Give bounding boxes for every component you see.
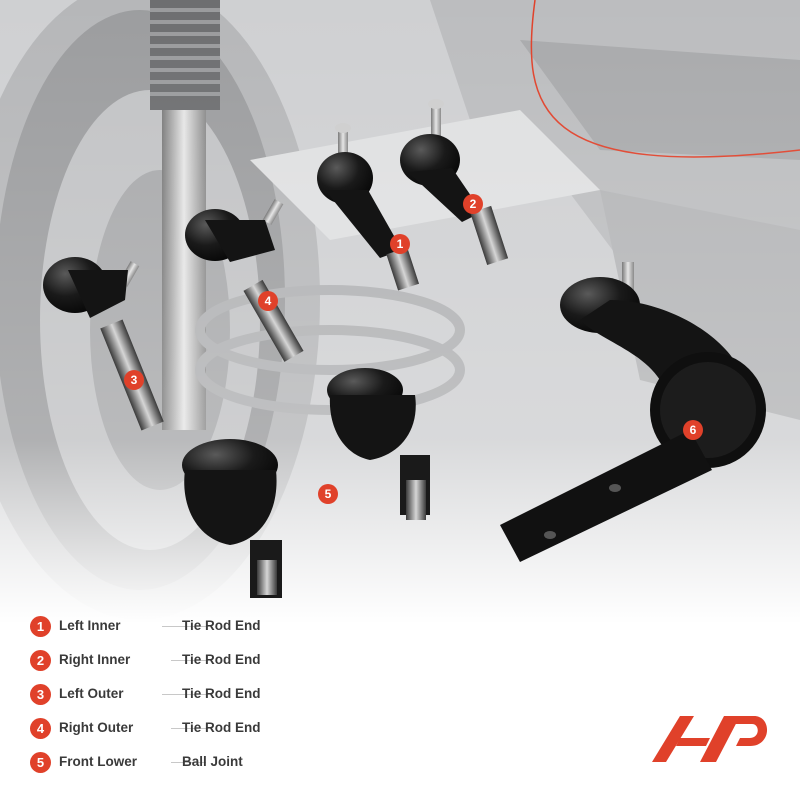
legend-part-name: Left Inner	[59, 618, 121, 633]
legend-number-badge: 5	[30, 752, 51, 773]
callout-6-badge: 6	[683, 420, 703, 440]
legend-number-badge: 4	[30, 718, 51, 739]
legend-row: 3 Left Outer Tie Rod End	[30, 680, 350, 714]
legend-row: 5 Front Lower Ball Joint	[30, 748, 350, 782]
legend-number-badge: 1	[30, 616, 51, 637]
legend-divider	[162, 694, 206, 695]
legend-part-name: Left Outer	[59, 686, 124, 701]
brand-logo-icon	[652, 716, 768, 762]
legend-divider	[171, 762, 206, 763]
legend-row: 2 Right Inner Tie Rod End	[30, 646, 350, 680]
legend-divider	[162, 626, 206, 627]
legend-number-badge: 3	[30, 684, 51, 705]
callout-3-badge: 3	[124, 370, 144, 390]
legend-part-type: Tie Rod End	[182, 686, 261, 701]
part-ball-joint-right	[327, 368, 430, 520]
callout-2-badge: 2	[463, 194, 483, 214]
legend-divider	[171, 660, 206, 661]
legend-part-name: Right Inner	[59, 652, 131, 667]
parts-legend: 1 Left Inner Tie Rod End 2 Right Inner T…	[30, 612, 350, 782]
callout-5-badge: 5	[318, 484, 338, 504]
legend-row: 1 Left Inner Tie Rod End	[30, 612, 350, 646]
legend-row: 4 Right Outer Tie Rod End	[30, 714, 350, 748]
part-idler-arm	[500, 262, 766, 562]
legend-part-name: Front Lower	[59, 754, 137, 769]
part-left-inner-tie-rod-end	[317, 123, 420, 291]
legend-part-name: Right Outer	[59, 720, 134, 735]
legend-part-type: Tie Rod End	[182, 618, 261, 633]
legend-divider	[171, 728, 206, 729]
legend-part-type: Tie Rod End	[182, 652, 261, 667]
callout-4-badge: 4	[258, 291, 278, 311]
legend-part-type: Tie Rod End	[182, 720, 261, 735]
callout-1-badge: 1	[390, 234, 410, 254]
legend-number-badge: 2	[30, 650, 51, 671]
part-ball-joint-left	[182, 439, 282, 598]
legend-part-type: Ball Joint	[182, 754, 243, 769]
